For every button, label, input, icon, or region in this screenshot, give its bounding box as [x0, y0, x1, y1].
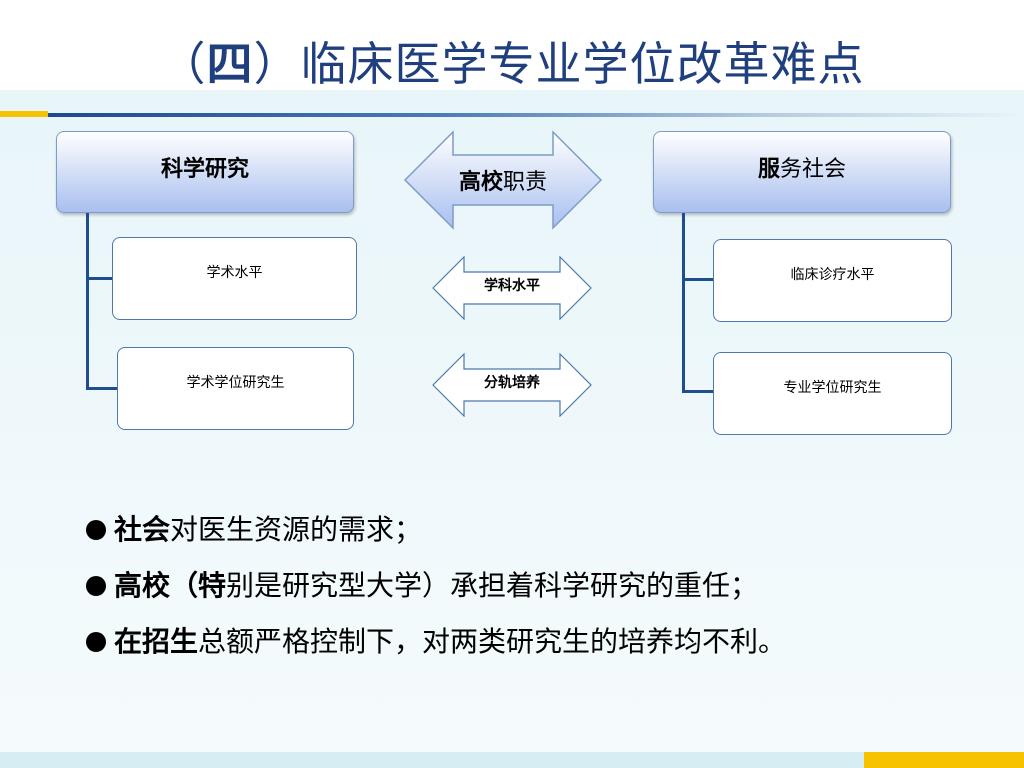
right-item-box-2: 专业学位研究生 — [713, 352, 952, 435]
bullet-dot-icon — [86, 632, 106, 652]
title-bold: 四 — [206, 37, 254, 91]
center-double-arrow — [403, 130, 603, 230]
bullet-2-text: 别是研究型大学）承担着科学研究的重任； — [226, 569, 759, 602]
left-connector-vertical — [86, 213, 89, 390]
left-item-box-1: 学术水平 — [112, 237, 357, 320]
right-item-box-1: 临床诊疗水平 — [713, 239, 952, 322]
left-item-label-1: 学术水平 — [206, 264, 263, 281]
right-connector-branch-2 — [682, 390, 714, 393]
bullet-3-text: 总额严格控制下，对两类研究生的培养均不利。 — [198, 625, 787, 658]
bullet-dot-icon — [86, 576, 106, 596]
accent-gradient-line — [48, 113, 1024, 117]
right-header-bold: 服 — [757, 157, 780, 182]
left-item-label-2: 学术学位研究生 — [186, 374, 285, 391]
right-header-label: 服务社会 — [758, 151, 846, 183]
center-arrow-1-text: 学科水平 — [484, 278, 540, 294]
left-connector-branch-1 — [86, 277, 112, 280]
left-header-box: 科学研究 — [56, 131, 354, 213]
bullet-dot-icon — [86, 520, 106, 540]
right-item-label-1: 临床诊疗水平 — [790, 266, 875, 283]
bottom-band — [0, 752, 1024, 768]
bullet-list: 社会对医生资源的需求； 高校（特别是研究型大学）承担着科学研究的重任； 在招生总… — [86, 505, 986, 673]
center-arrow-2-label: 分轨培养 — [432, 353, 592, 417]
title-rest: ）临床医学专业学位改革难点 — [253, 37, 865, 91]
right-connector-vertical — [682, 213, 685, 393]
center-main-bold: 高校 — [458, 170, 503, 195]
right-connector-branch-1 — [682, 278, 714, 281]
center-arrow-2 — [432, 353, 592, 417]
left-item-box-2: 学术学位研究生 — [117, 347, 354, 430]
right-header-rest: 务社会 — [780, 157, 847, 182]
bullet-2-bold: 高校（特 — [114, 569, 227, 602]
right-item-label-2: 专业学位研究生 — [783, 379, 882, 396]
title-bar — [0, 0, 1024, 90]
title-open: （ — [159, 37, 207, 91]
bullet-item-1: 社会对医生资源的需求； — [86, 505, 986, 561]
center-arrow-2-text: 分轨培养 — [484, 375, 540, 391]
center-main-rest: 职责 — [503, 170, 548, 195]
bullet-1-bold: 社会 — [114, 513, 171, 546]
slide-title: （四）临床医学专业学位改革难点 — [0, 34, 1024, 94]
center-arrow-1 — [432, 256, 592, 320]
right-header-box: 服务社会 — [653, 131, 951, 213]
center-arrow-1-label: 学科水平 — [432, 256, 592, 320]
accent-bar-left — [0, 111, 48, 117]
bullet-1-text: 对医生资源的需求； — [170, 513, 423, 546]
left-connector-branch-2 — [86, 387, 117, 390]
accent-bar-right — [864, 752, 1024, 768]
bullet-item-3: 在招生总额严格控制下，对两类研究生的培养均不利。 — [86, 617, 986, 673]
center-double-arrow-label: 高校职责 — [403, 130, 603, 230]
bullet-3-bold: 在招生 — [114, 625, 199, 658]
left-header-label: 科学研究 — [160, 157, 249, 182]
bullet-item-2: 高校（特别是研究型大学）承担着科学研究的重任； — [86, 561, 986, 617]
